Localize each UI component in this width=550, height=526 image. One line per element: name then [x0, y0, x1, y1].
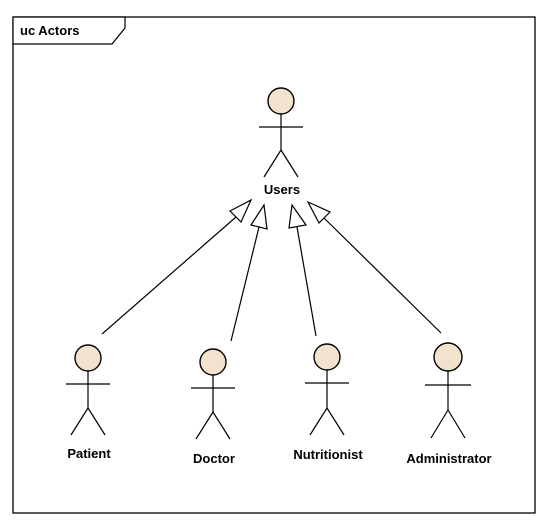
actor-nutritionist-head [313, 343, 341, 371]
actor-users-right-leg [280, 149, 299, 178]
actor-doctor[interactable]: Doctor [191, 348, 235, 466]
actor-administrator-label: Administrator [406, 451, 491, 466]
actor-nutritionist-right-leg [326, 407, 345, 436]
generalization-administrator-to-users[interactable] [323, 217, 442, 334]
actor-doctor-label: Doctor [193, 451, 235, 466]
actor-users[interactable]: Users [259, 87, 303, 197]
actor-users-left-leg [263, 149, 282, 178]
actor-users-label: Users [264, 182, 300, 197]
generalization-nutritionist-to-users[interactable] [296, 226, 317, 337]
actor-nutritionist-left-leg [309, 407, 328, 436]
actor-patient-right-leg [87, 407, 106, 436]
frame-title: uc Actors [20, 23, 79, 38]
generalization-lines [101, 216, 442, 342]
actor-nutritionist[interactable]: Nutritionist [293, 343, 363, 462]
arrowhead-doctor [250, 203, 268, 230]
arrowhead-nutritionist [288, 203, 308, 229]
actor-users-head [267, 87, 295, 115]
actor-doctor-head [199, 348, 227, 376]
generalization-arrowheads [228, 198, 332, 230]
actor-administrator-head [433, 342, 463, 372]
generalization-doctor-to-users[interactable] [230, 226, 260, 342]
actor-administrator-right-leg [447, 409, 466, 439]
actor-nutritionist-label: Nutritionist [293, 447, 363, 462]
actor-patient-label: Patient [67, 446, 111, 461]
actor-patient-left-leg [70, 407, 89, 436]
generalization-patient-to-users[interactable] [101, 216, 237, 335]
actor-doctor-left-leg [195, 411, 214, 440]
arrowhead-administrator [306, 200, 332, 225]
arrowhead-patient [228, 198, 253, 224]
actor-patient[interactable]: Patient [66, 344, 111, 461]
actor-patient-head [74, 344, 102, 372]
actor-administrator[interactable]: Administrator [406, 342, 492, 466]
actor-doctor-right-leg [212, 411, 231, 440]
frame-label-tab [12, 16, 126, 45]
actor-administrator-left-leg [430, 409, 449, 439]
